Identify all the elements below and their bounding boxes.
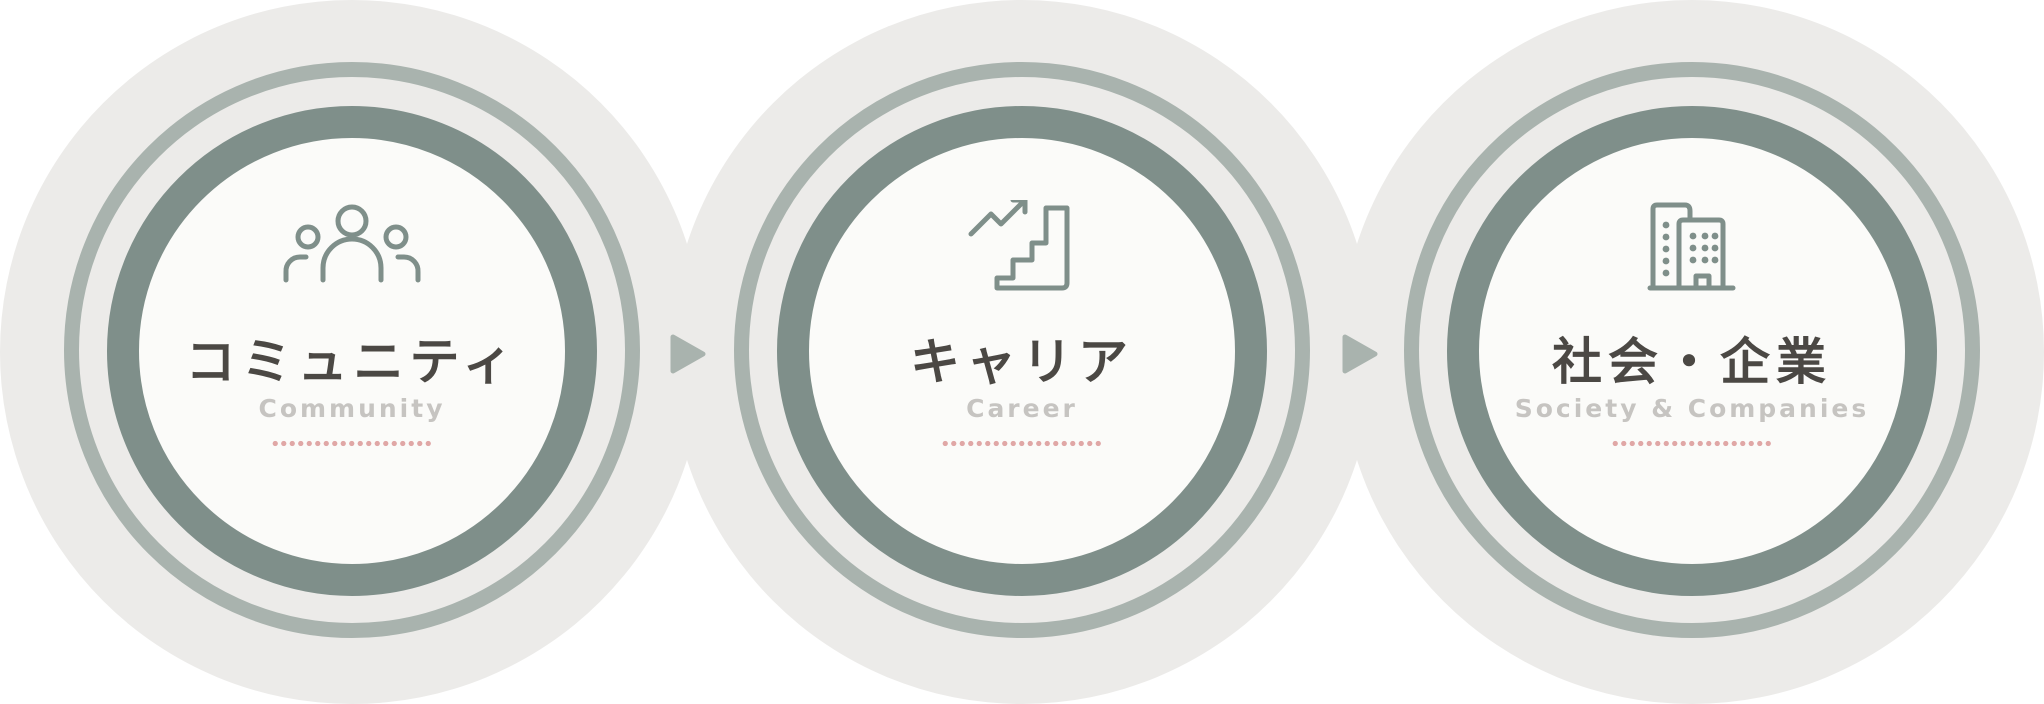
step-subtitle: Community xyxy=(258,394,446,423)
step-society-companies: 社会・企業 Society & Companies xyxy=(1340,0,2044,704)
dotted-divider xyxy=(1611,440,1773,447)
step-subtitle: Society & Companies xyxy=(1514,394,1870,423)
career-stairs-icon xyxy=(968,200,1070,291)
step-subtitle: Career xyxy=(966,394,1078,423)
right-arrow-icon xyxy=(1342,334,1378,374)
inner-circle-career xyxy=(777,106,1267,596)
step-title: 社会・企業 xyxy=(1552,333,1832,391)
step-community: コミュニティ Community xyxy=(0,0,704,704)
company-buildings-icon xyxy=(1647,202,1736,291)
step-title: キャリア xyxy=(910,333,1134,391)
dotted-divider xyxy=(941,440,1103,447)
step-career: キャリア Career xyxy=(670,0,1374,704)
community-people-icon xyxy=(283,204,421,283)
dotted-divider xyxy=(271,440,433,447)
step-title: コミュニティ xyxy=(185,333,519,391)
right-arrow-icon xyxy=(670,334,706,374)
